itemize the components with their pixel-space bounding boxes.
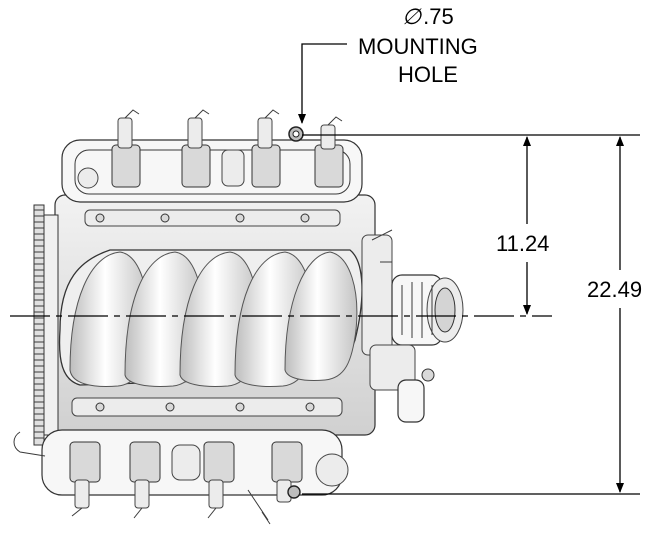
svg-text:∅.75: ∅.75 <box>402 4 454 29</box>
dimension-outer-value: 22.49 <box>587 277 642 302</box>
throttle-body <box>361 234 464 356</box>
mounting-hole-callout: ∅.75 MOUNTING HOLE <box>358 4 478 87</box>
bottom-coil-packs <box>69 441 303 525</box>
dimension-inner-value: 11.24 <box>496 231 549 256</box>
dimension-outer: 22.49 <box>587 136 642 493</box>
diameter-symbol: ∅ <box>402 4 422 29</box>
bottom-mounting-hole <box>287 485 301 499</box>
dimension-inner: 11.24 <box>496 136 549 315</box>
top-coil-packs <box>111 109 344 188</box>
fuel-rail-bottom <box>71 397 343 417</box>
engine-illustration <box>13 109 464 525</box>
fuel-rail-top <box>84 209 341 227</box>
callout-line-1: MOUNTING <box>358 34 478 59</box>
sensor-assembly <box>369 229 435 423</box>
flywheel <box>33 204 59 446</box>
callout-line-2: HOLE <box>398 62 458 87</box>
callout-leader <box>298 43 347 124</box>
diameter-value: .75 <box>423 4 454 29</box>
intake-manifold <box>58 249 363 387</box>
dimension-annotations: 11.24 22.49 ∅.75 MOUNTING HOLE <box>10 4 642 495</box>
